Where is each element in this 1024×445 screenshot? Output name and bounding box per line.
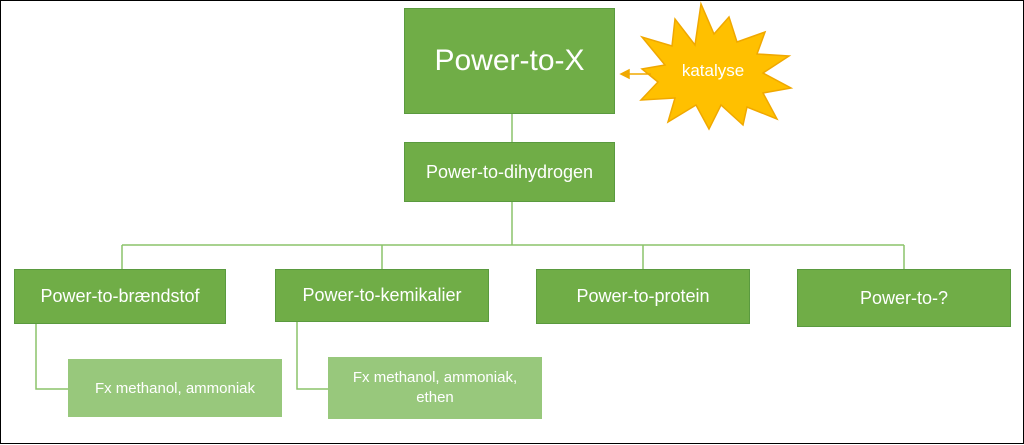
connector-chemicals-example [296, 322, 328, 390]
catalyst-arrow [619, 68, 651, 80]
node-power-to-protein: Power-to-protein [536, 269, 750, 324]
catalyst-label: katalyse [681, 61, 745, 80]
node-power-to-dihydrogen: Power-to-dihydrogen [404, 142, 615, 202]
node-power-to-x-label: Power-to-X [434, 44, 585, 77]
node-fuel-example: Fx methanol, ammoniak [68, 359, 282, 417]
node-chemicals-example: Fx methanol, ammoniak, ethen [328, 357, 542, 419]
connector-fuel-example [35, 324, 68, 390]
node-power-to-unknown: Power-to-? [797, 269, 1011, 327]
node-power-to-fuel: Power-to-brændstof [14, 269, 226, 324]
node-power-to-protein-label: Power-to-protein [576, 286, 710, 306]
node-chemicals-example-label: Fx methanol, ammoniak, ethen [352, 369, 518, 406]
node-power-to-unknown-label: Power-to-? [859, 287, 949, 308]
node-power-to-dihydrogen-label: Power-to-dihydrogen [425, 161, 594, 182]
node-fuel-example-label: Fx methanol, ammoniak [94, 379, 256, 397]
node-power-to-x: Power-to-X [404, 8, 615, 114]
starburst-icon [639, 1, 794, 131]
node-power-to-fuel-label: Power-to-brændstof [40, 286, 200, 306]
node-power-to-chemicals-label: Power-to-kemikalier [302, 285, 462, 305]
node-power-to-chemicals: Power-to-kemikalier [275, 269, 489, 322]
